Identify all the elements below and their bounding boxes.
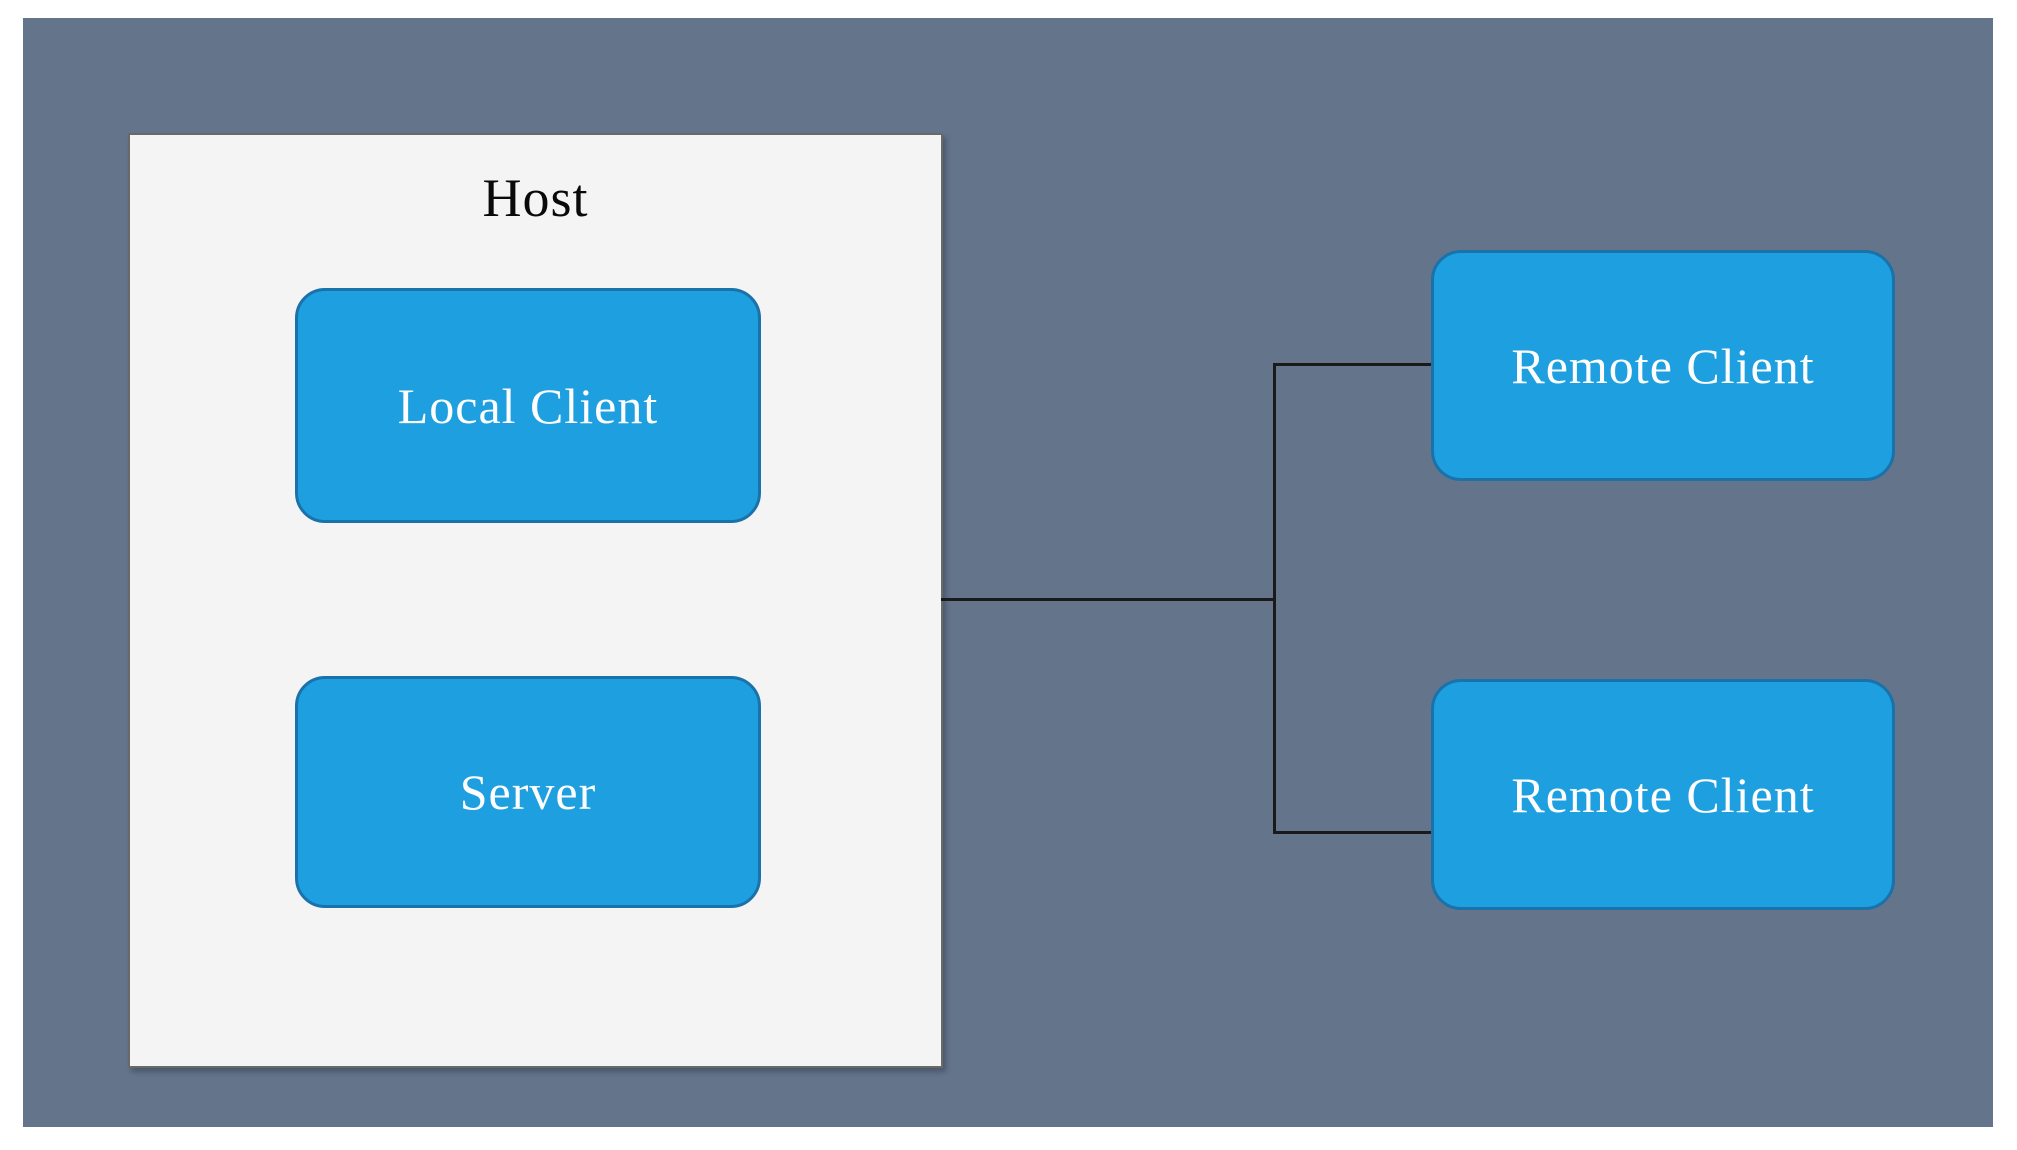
connector-trunk: [1273, 363, 1276, 834]
diagram-panel: Host Local Client Server Remote Client R…: [23, 18, 1993, 1127]
node-server-label: Server: [459, 764, 597, 820]
connector-branch-top: [1273, 363, 1431, 366]
node-remote-client-2-label: Remote Client: [1511, 766, 1815, 823]
host-group-title: Host: [482, 168, 589, 228]
node-server: Server: [295, 676, 761, 908]
host-group-box: Host: [128, 133, 943, 1068]
node-remote-client-2: Remote Client: [1431, 679, 1895, 910]
node-remote-client-1-label: Remote Client: [1511, 337, 1815, 394]
node-remote-client-1: Remote Client: [1431, 250, 1895, 481]
connector-host-trunk: [941, 598, 1275, 601]
node-local-client-label: Local Client: [397, 377, 659, 434]
node-local-client: Local Client: [295, 288, 761, 523]
connector-branch-bottom: [1273, 831, 1431, 834]
